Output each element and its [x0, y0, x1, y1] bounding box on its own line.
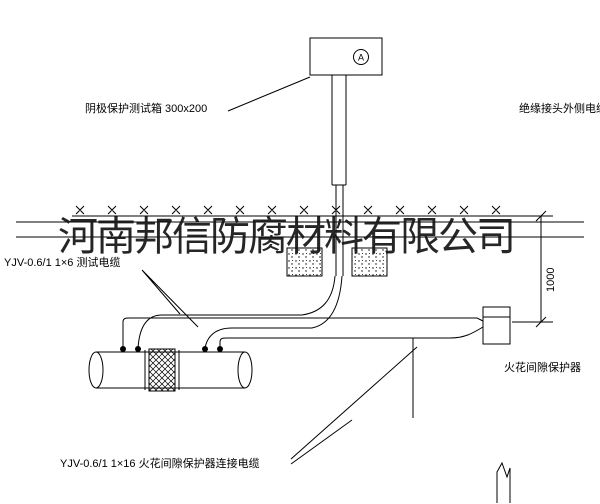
dimension-1000-label: 1000	[545, 267, 557, 292]
cable-lug-3	[202, 346, 208, 352]
conduit-lower	[335, 185, 344, 276]
ammeter-letter: A	[358, 53, 364, 63]
spark-cable-wire-2	[219, 326, 484, 349]
spark-cable-label: YJV-0.6/1 1×16 火花间隙保护器连接电缆	[60, 458, 260, 470]
dimension-line-1000	[512, 210, 553, 328]
test-box-label: 阴极保护测试箱 300x200	[85, 103, 208, 115]
cable-lug-1	[120, 346, 126, 352]
ammeter-circle	[353, 49, 369, 65]
watermark-strike-lines	[16, 221, 584, 238]
cable-lug-4	[217, 346, 223, 352]
cable-lug-2	[135, 346, 141, 352]
spark-cable-wire-1	[122, 317, 484, 349]
ground-hatch-marks	[75, 205, 501, 215]
concrete-block-left	[286, 247, 323, 277]
test-cable-leader-lines	[141, 269, 199, 328]
test-cable-label: YJV-0.6/1 1×6 测试电缆	[4, 257, 121, 269]
pipe-break-symbol	[496, 461, 511, 503]
test-cable-wire-2	[204, 275, 343, 350]
conduit-upper	[331, 75, 347, 186]
concrete-block-right	[351, 247, 388, 277]
spark-gap-protector-box	[482, 306, 511, 345]
spark-gap-protector-label: 火花间隙保护器	[504, 362, 581, 374]
test-cable-wire-1	[137, 275, 336, 350]
test-box-leader-line	[227, 76, 311, 112]
pipe-end-left	[88, 351, 104, 389]
insulating-joint-hatch	[148, 348, 176, 392]
spark-cable-leader-lines	[290, 346, 418, 465]
outer-cable-label: 绝缘接头外侧电缆	[519, 103, 600, 115]
test-box	[309, 37, 383, 76]
company-watermark: 河南邦信防腐材料有限公司	[58, 214, 516, 260]
pipe-end-right	[237, 351, 253, 389]
joint-flange-lines	[144, 350, 180, 390]
